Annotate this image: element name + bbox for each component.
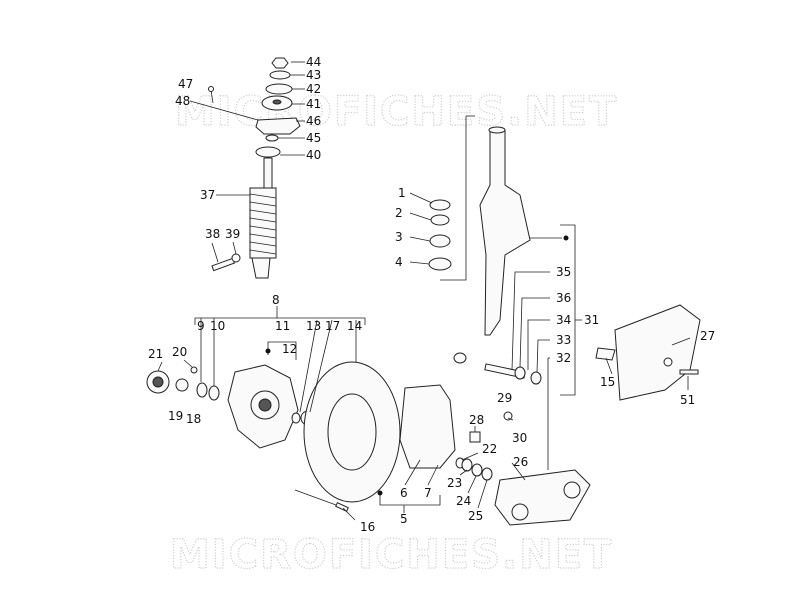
callout-15: 15 (600, 375, 615, 389)
callout-2: 2 (395, 206, 403, 220)
callout-11: 11 (275, 319, 290, 333)
callout-47: 47 (178, 77, 193, 91)
part-47-bolt (208, 86, 214, 92)
part-27-cover (614, 304, 701, 401)
callout-23: 23 (447, 476, 462, 490)
part-13-seal (291, 412, 301, 424)
watermark-bottom: MICROFICHES.NET (170, 532, 613, 578)
callout-40: 40 (306, 148, 321, 162)
callout-31: 31 (584, 313, 599, 327)
watermark-top: MICROFICHES.NET (175, 89, 618, 135)
callout-26: 26 (513, 455, 528, 469)
part-34-seal (514, 366, 526, 380)
callout-8: 8 (272, 293, 280, 307)
mudguard-cover-assembly (595, 304, 701, 401)
part-15-clip (595, 347, 616, 361)
callout-1: 1 (398, 186, 406, 200)
callout-33: 33 (556, 333, 571, 347)
part-43-washer (269, 70, 291, 80)
callout-29: 29 (497, 391, 512, 405)
callout-10: 10 (210, 319, 225, 333)
callout-12: 12 (282, 342, 297, 356)
part-9-bearing (196, 382, 208, 398)
callout-9: 9 (197, 319, 205, 333)
callout-4: 4 (395, 255, 403, 269)
callout-46: 46 (306, 114, 321, 128)
part-44-nut (271, 57, 289, 69)
brake-caliper (399, 384, 456, 469)
callout-22: 22 (482, 442, 497, 456)
callout-28: 28 (469, 413, 484, 427)
wheel-hub-assembly (146, 361, 401, 513)
part-46-plate (255, 117, 301, 135)
shock-body (251, 257, 271, 279)
callout-17: 17 (325, 319, 340, 333)
callout-37: 37 (200, 188, 215, 202)
callout-48: 48 (175, 94, 190, 108)
callout-16: 16 (360, 520, 375, 534)
part-10-spacer (208, 385, 220, 401)
callout-19: 19 (168, 409, 183, 423)
part-28-bolt (469, 431, 481, 443)
callout-3: 3 (395, 230, 403, 244)
callout-5: 5 (400, 512, 408, 526)
callout-38: 38 (205, 227, 220, 241)
callout-24: 24 (456, 494, 471, 508)
part-51-screw (679, 369, 699, 375)
callout-13: 13 (306, 319, 321, 333)
part-20-pin (190, 366, 198, 374)
part-37-spring (249, 187, 277, 259)
callout-7: 7 (424, 486, 432, 500)
part-4-bearing-ring (428, 257, 452, 271)
callout-27: 27 (700, 329, 715, 343)
part-33-bushing (530, 371, 542, 385)
callout-20: 20 (172, 345, 187, 359)
callout-39: 39 (225, 227, 240, 241)
part-3-bearing (429, 234, 451, 248)
callout-6: 6 (400, 486, 408, 500)
callout-44: 44 (306, 55, 321, 69)
callout-36: 36 (556, 291, 571, 305)
part-40-bushing (255, 146, 281, 158)
callout-21: 21 (148, 347, 163, 361)
part-25-spacer (481, 467, 493, 481)
steering-column-assembly (428, 126, 542, 385)
part-23-seal (461, 458, 473, 472)
callout-25: 25 (468, 509, 483, 523)
leader-lines (157, 61, 691, 521)
part-2-bearing (430, 214, 450, 226)
steering-tube (479, 129, 531, 336)
callout-labels: 44 43 42 41 46 45 40 47 48 37 38 39 1 2 … (148, 55, 715, 534)
steering-bushing (453, 352, 467, 364)
callout-51: 51 (680, 393, 695, 407)
callout-43: 43 (306, 68, 321, 82)
callout-45: 45 (306, 131, 321, 145)
part-16-screw (335, 501, 349, 513)
callout-32: 32 (556, 351, 571, 365)
callout-41: 41 (306, 97, 321, 111)
part-42-washer (265, 83, 293, 95)
caliper-fork-assembly (399, 384, 591, 526)
callout-34: 34 (556, 313, 571, 327)
shock-absorber-assembly (208, 57, 301, 279)
callout-18: 18 (186, 412, 201, 426)
part-19-washer (175, 378, 189, 392)
part-39-washer (231, 253, 241, 263)
callout-30: 30 (512, 431, 527, 445)
part-45-spacer (265, 134, 279, 142)
shock-rod (263, 157, 273, 189)
callout-42: 42 (306, 82, 321, 96)
part-24-bearing (471, 463, 483, 477)
part-1-bearing-cup (429, 199, 451, 211)
callout-14: 14 (347, 319, 362, 333)
part-38-bolt (211, 257, 236, 272)
callout-35: 35 (556, 265, 571, 279)
part-29-screw (503, 411, 513, 421)
